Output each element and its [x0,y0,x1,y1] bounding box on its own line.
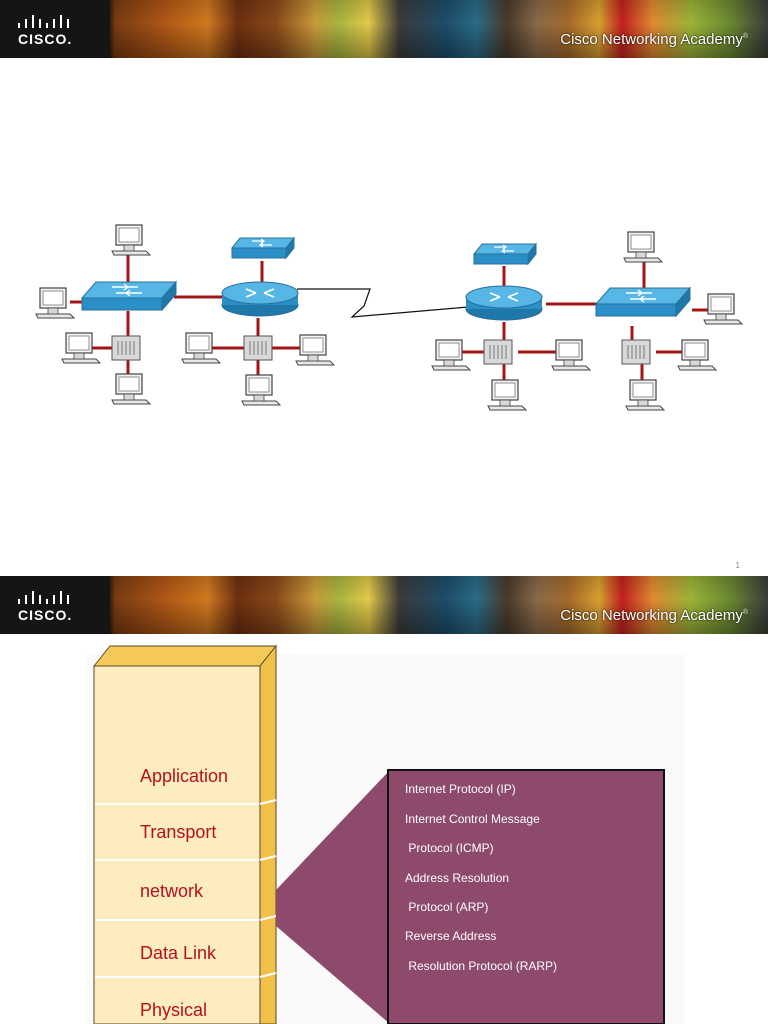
switch-icon [231,237,295,259]
router-icon [465,285,543,321]
banner-title-text: Cisco Networking Academy [560,607,743,624]
protocol-box [387,769,665,1024]
protocol-line: Internet Control Message [405,812,540,826]
protocol-line: Resolution Protocol (RARP) [405,959,558,973]
protocol-line: Reverse Address [405,929,497,943]
protocol-line: Internet Protocol (IP) [405,782,516,796]
cisco-bars-icon [18,590,70,604]
switch-icon [473,243,537,265]
layer-application: Application [140,766,229,786]
pc-icon [35,287,75,319]
protocol-line: Protocol (ICMP) [405,841,494,855]
left-lan-links [70,252,302,376]
cisco-banner: CISCO. Cisco Networking Academy® [0,0,768,58]
connector-wedge [276,770,390,1024]
pc-icon [487,379,527,411]
router-icon [221,281,299,317]
slide-1: CISCO. Cisco Networking Academy® [0,0,768,570]
layer-network: network [140,881,204,901]
layer-dividers [95,799,277,978]
banner-title-text: Cisco Networking Academy [560,31,743,48]
pc-icon [703,293,743,325]
pc-icon [295,334,335,366]
pc-icon [625,379,665,411]
slide-2: CISCO. Cisco Networking Academy® Applica… [0,576,768,1024]
banner-title: Cisco Networking Academy® [560,31,748,48]
banner-photo-strip [110,576,768,634]
pc-icon [623,231,663,263]
hub-icon [483,339,513,365]
pc-icon [431,339,471,371]
page-number: 1 [735,561,740,570]
stack-front-face [93,665,261,1024]
cisco-banner: CISCO. Cisco Networking Academy® [0,576,768,634]
cisco-bars-icon [18,14,70,28]
switch-icon [595,287,691,317]
stack-side-face [259,644,277,1024]
trademark-mark: ® [742,609,748,616]
protocol-line: Address Resolution [405,871,510,885]
stack-top-face [92,645,278,667]
banner-photo-strip [110,0,768,58]
banner-title: Cisco Networking Academy® [560,607,748,624]
layer-data-link: Data Link [140,943,217,963]
osi-stack-diagram [86,644,684,1024]
pc-icon [241,374,281,406]
cisco-logo-text: CISCO. [18,31,73,47]
layer-transport: Transport [140,822,217,842]
protocol-line: Protocol (ARP) [405,900,489,914]
network-diagram [35,224,743,411]
cisco-logo-text: CISCO. [18,607,73,623]
pc-icon [677,339,717,371]
pc-icon [551,339,591,371]
hub-icon [243,335,273,361]
wan-serial-link [297,288,469,318]
trademark-mark: ® [742,33,748,40]
cisco-logo: CISCO. [0,0,110,58]
cisco-logo: CISCO. [0,576,110,634]
hub-icon [111,335,141,361]
pc-icon [111,224,151,256]
layer-physical: Physical [140,1000,208,1020]
switch-icon [81,281,177,311]
hub-icon [621,339,651,365]
pc-icon [111,373,151,405]
